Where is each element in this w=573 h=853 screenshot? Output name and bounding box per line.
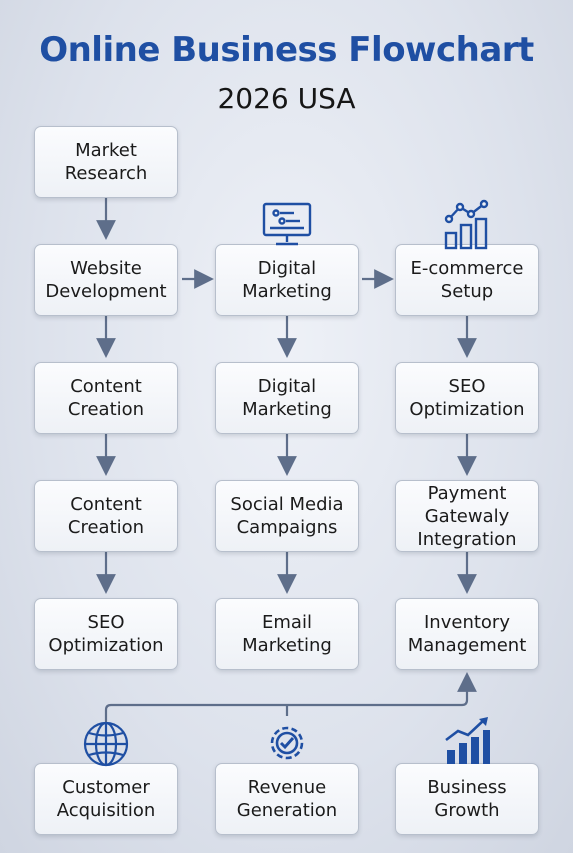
box-label: Content Creation — [67, 376, 145, 420]
box-customer-acquisition: Customer Acquisition — [34, 763, 178, 835]
bar-growth-icon — [445, 717, 490, 764]
box-social-media-campaigns: Social Media Campaigns — [215, 480, 359, 552]
box-business-growth: Business Growth — [395, 763, 539, 835]
globe-icon — [83, 721, 129, 767]
box-label: Inventory Management — [407, 612, 527, 656]
page-subtitle: 2026 USA — [217, 82, 356, 115]
box-website-development: Website Development — [34, 244, 178, 316]
box-label: Digital Marketing — [242, 376, 332, 420]
box-label: Social Media Campaigns — [230, 494, 344, 538]
page-title: Online Business Flowchart — [39, 30, 534, 70]
box-market-research: Market Research — [34, 126, 178, 198]
box-label: Market Research — [64, 140, 148, 184]
box-label: Revenue Generation — [236, 777, 338, 821]
box-label: Payment Gatewaly Integration — [417, 482, 517, 550]
box-email-marketing: Email Marketing — [215, 598, 359, 670]
monitor-chart-icon — [262, 202, 312, 246]
box-label: SEO Optimization — [409, 376, 525, 420]
box-payment-gateway-integration: Payment Gatewaly Integration — [395, 480, 539, 552]
box-seo-optimization-2: SEO Optimization — [395, 362, 539, 434]
box-content-creation-2: Content Creation — [34, 480, 178, 552]
analytics-bars-icon — [444, 199, 489, 250]
box-digital-marketing-1: Digital Marketing — [215, 244, 359, 316]
box-label: Content Creation — [67, 494, 145, 538]
box-label: Website Development — [45, 258, 167, 302]
box-label: Customer Acquisition — [56, 777, 156, 821]
box-inventory-management: Inventory Management — [395, 598, 539, 670]
box-label: Digital Marketing — [242, 258, 332, 302]
gear-check-icon — [270, 726, 304, 760]
box-digital-marketing-2: Digital Marketing — [215, 362, 359, 434]
box-label: Business Growth — [427, 777, 507, 821]
box-revenue-generation: Revenue Generation — [215, 763, 359, 835]
box-content-creation-1: Content Creation — [34, 362, 178, 434]
box-ecommerce-setup: E-commerce Setup — [395, 244, 539, 316]
box-label: E-commerce Setup — [410, 258, 524, 302]
box-seo-optimization-1: SEO Optimization — [34, 598, 178, 670]
box-label: Email Marketing — [242, 612, 332, 656]
box-label: SEO Optimization — [48, 612, 164, 656]
